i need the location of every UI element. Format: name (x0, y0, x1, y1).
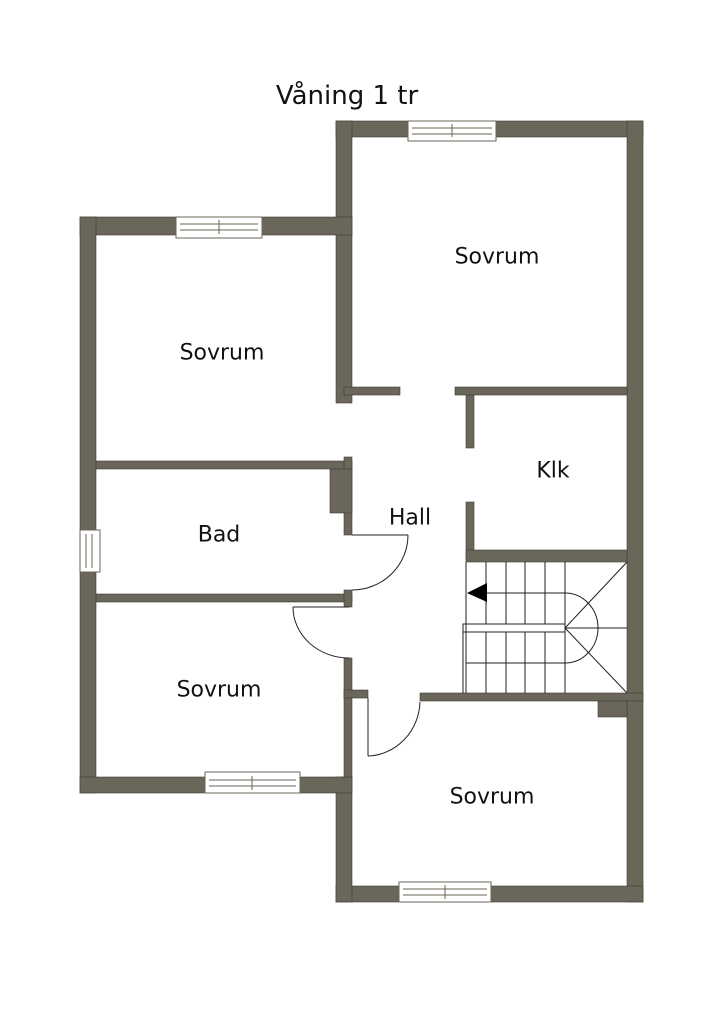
window-bad (79, 529, 101, 573)
room-label-bad: Bad (197, 522, 241, 548)
windows (79, 120, 497, 903)
window-bottom-left (204, 771, 301, 794)
door-sovrum-bottom-left (292, 606, 350, 659)
walls (79, 120, 644, 903)
floor-title: Våning 1 tr (275, 81, 419, 111)
room-label-sovrum-bottom-left: Sovrum (176, 677, 262, 703)
stair-direction-arrow-icon (467, 583, 487, 602)
room-label-sovrum-top-right: Sovrum (454, 244, 540, 270)
room-label-klk: Klk (536, 458, 570, 484)
room-label-sovrum-top-left: Sovrum (179, 340, 265, 366)
room-label-hall: Hall (388, 505, 432, 531)
door-sovrum-bottom-right (367, 698, 421, 757)
window-top-right (407, 120, 497, 142)
window-top-left (175, 216, 263, 239)
door-bad (351, 534, 409, 591)
room-label-sovrum-bottom-right: Sovrum (449, 784, 535, 810)
staircase (462, 561, 628, 694)
doors (292, 534, 421, 757)
window-bottom-right (398, 881, 492, 903)
